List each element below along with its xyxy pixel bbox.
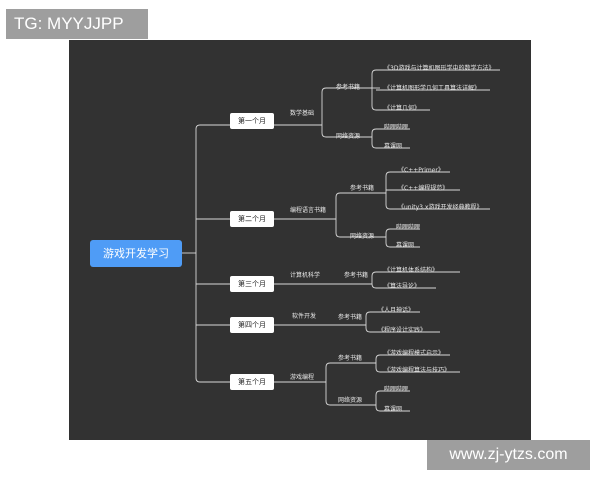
leaf-item: 《计算机体系结构》: [384, 267, 439, 274]
group-label: 参考书籍: [336, 84, 361, 91]
group-label: 参考书籍: [338, 355, 363, 362]
month-node-1: 第一个月: [230, 113, 274, 129]
leaf-item: 《C++Primer》: [398, 167, 444, 174]
month-node-4: 第四个月: [230, 317, 274, 333]
topic-label: 软件开发: [292, 313, 317, 320]
leaf-item: 《计算机图形学几何工具算法详解》: [384, 85, 481, 92]
connector: [335, 192, 341, 238]
connector: [385, 228, 391, 248]
leaf-item: 《人月神话》: [378, 307, 415, 314]
watermark-bottom: www.zj-ytzs.com: [427, 440, 590, 470]
connector: [371, 271, 377, 289]
leaf-item: 《算法导论》: [384, 283, 421, 290]
root-node: 游戏开发学习: [90, 240, 182, 267]
leaf-item: 《C++编程规范》: [398, 185, 449, 192]
leaf-item: 哔哩哔哩: [396, 224, 421, 231]
connector: [325, 362, 331, 406]
leaf-item: 《游戏编程算法与技巧》: [384, 367, 451, 374]
leaf-item: 哔哩哔哩: [384, 386, 409, 393]
topic-label: 编程语言书籍: [290, 207, 327, 214]
connector: [365, 311, 371, 333]
watermark-top: TG: MYYJJPP: [6, 9, 148, 39]
connector: [195, 124, 201, 383]
leaf-item: 慕课网: [384, 143, 403, 150]
month-node-2: 第二个月: [230, 211, 274, 227]
leaf-item: 慕课网: [384, 406, 403, 413]
connector: [371, 69, 377, 111]
leaf-item: 《计算几何》: [384, 105, 421, 112]
topic-label: 游戏编程: [290, 374, 315, 381]
group-label: 参考书籍: [350, 185, 375, 192]
topic-label: 计算机科学: [290, 272, 321, 279]
group-label: 参考书籍: [338, 314, 363, 321]
group-label: 网络资源: [350, 233, 375, 240]
connector: [375, 354, 381, 373]
month-node-3: 第三个月: [230, 276, 274, 292]
leaf-item: 《游戏编程模式启示》: [384, 350, 445, 357]
leaf-item: 哔哩哔哩: [384, 124, 409, 131]
month-node-5: 第五个月: [230, 374, 274, 390]
leaf-item: 《unity3.x游戏开发经典教程》: [398, 204, 483, 211]
leaf-item: 《3D游戏与计算机图形学中的数学方法》: [384, 65, 495, 72]
topic-label: 数学基础: [290, 110, 315, 117]
group-label: 参考书籍: [344, 272, 369, 279]
connector: [385, 171, 391, 210]
group-label: 网络资源: [336, 133, 361, 140]
connector: [321, 87, 350, 138]
leaf-item: 《程序设计实践》: [378, 327, 427, 334]
leaf-item: 慕课网: [396, 242, 415, 249]
connector: [375, 390, 381, 412]
group-label: 网络资源: [338, 397, 363, 404]
connector: [371, 128, 377, 149]
